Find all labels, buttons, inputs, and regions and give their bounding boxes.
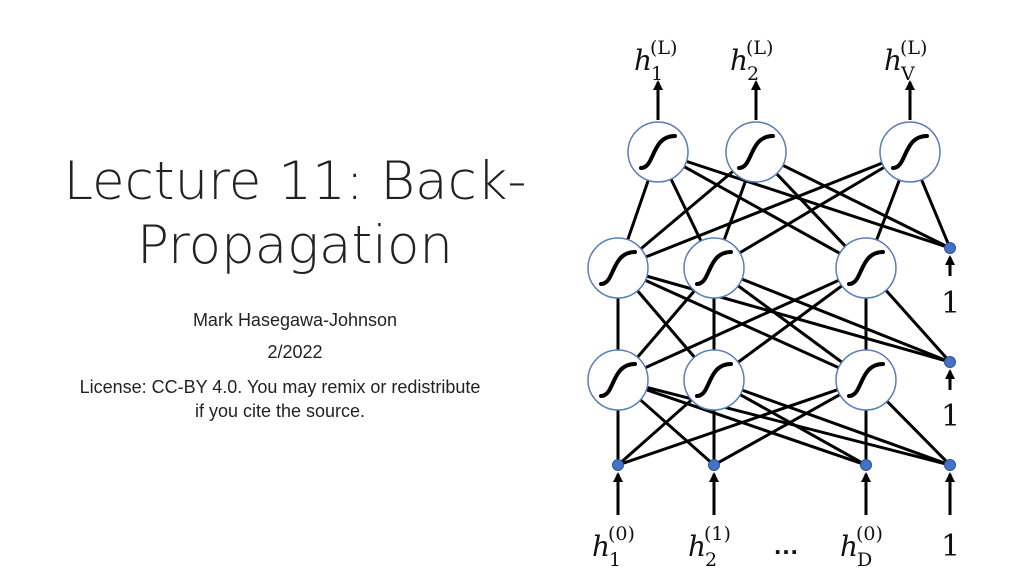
edge-in-2-to-h1-0: [642, 387, 864, 466]
output-neuron-1: [627, 121, 689, 183]
slide-title: Lecture 11: Back- Propagation: [40, 150, 550, 278]
hidden1-neuron-1-sigmoid-icon: [599, 362, 637, 398]
hidden1-neuron-2-circle: [683, 349, 745, 411]
edge-in-0-to-h1-1: [619, 397, 695, 464]
input-label-2: h2 (1): [688, 523, 731, 571]
license-line-2: if you cite the source.: [194, 401, 366, 421]
hidden1-neuron-1: [587, 349, 649, 411]
hidden1-neuron-3: [835, 349, 897, 411]
edge-h1-3-to-h2-1: [738, 276, 948, 363]
edge-h2-1-to-out-1: [722, 176, 748, 244]
input-label-3-sub: D: [857, 549, 872, 571]
input-label-1-base: h: [592, 530, 610, 563]
input-dot-1: [612, 459, 624, 471]
edge-h2-0-to-out-0: [625, 176, 651, 244]
hidden2-neuron-1-circle: [587, 237, 649, 299]
connection-lines: [613, 80, 955, 515]
bias-label-1: 1: [941, 286, 960, 321]
edge-in-2-to-h1-1: [736, 392, 865, 465]
output-label-1-sub: 1: [651, 63, 663, 85]
input-label-2-base: h: [688, 530, 706, 563]
output-label-1-base: h: [634, 44, 652, 77]
output-label-2-sub: 2: [747, 63, 759, 85]
edge-h2-2-to-out-2: [874, 176, 902, 244]
output-neuron-2-circle: [725, 121, 787, 183]
output-label-3-sub: V: [900, 63, 915, 85]
input-dot-3: [860, 459, 872, 471]
input-dot-4: [944, 459, 956, 471]
input-label-3-base: h: [840, 530, 858, 563]
output-neuron-2-sigmoid-icon: [737, 134, 775, 170]
input-label-1: h1 (0): [592, 523, 635, 571]
bias-label-2: 1: [941, 399, 960, 434]
network-nodes: [587, 121, 956, 471]
hidden2-neuron-3-sigmoid-icon: [847, 250, 885, 286]
hidden1-neuron-2-sigmoid-icon: [695, 362, 733, 398]
output-label-2-base: h: [730, 44, 748, 77]
hidden2-neuron-2-sigmoid-icon: [695, 250, 733, 286]
author-name: Mark Hasegawa-Johnson: [192, 310, 398, 330]
output-label-2: h2 (L): [730, 37, 773, 85]
input-label-1-sub: 1: [609, 549, 621, 571]
output-label-2-sup: (L): [746, 37, 773, 59]
hidden2-neuron-3-circle: [835, 237, 897, 299]
input-dot-2: [708, 459, 720, 471]
output-neuron-1-circle: [627, 121, 689, 183]
edge-h2-3-to-out-2: [919, 176, 950, 246]
edge-h2-2-to-out-0: [680, 164, 844, 256]
hidden2-neuron-1: [587, 237, 649, 299]
output-neuron-3-circle: [879, 121, 941, 183]
hidden1-neuron-2: [683, 349, 745, 411]
edge-h2-1-to-out-0: [668, 175, 704, 245]
input-label-2-sup: (1): [704, 523, 731, 545]
input-ellipsis: …: [773, 530, 799, 560]
diagram-labels: h1(L)h2(L)hV(L)h1(0)h2(1)hD(0)…111: [592, 37, 960, 571]
hidden1-neuron-3-sigmoid-icon: [847, 362, 885, 398]
input-label-1-sup: (0): [608, 523, 635, 545]
edge-in-3-to-h1-1: [738, 387, 948, 466]
lecture-date: 2/2022: [267, 342, 323, 362]
hidden1-neuron-3-circle: [835, 349, 897, 411]
edge-in-0-to-h1-2: [620, 387, 842, 466]
output-neuron-2: [725, 121, 787, 183]
hidden2-neuron-3: [835, 237, 897, 299]
output-neuron-3: [879, 121, 941, 183]
title-line-2: Propagation: [136, 215, 453, 276]
output-label-1: h1 (L): [634, 37, 677, 85]
output-label-3-base: h: [884, 44, 902, 77]
edge-in-1-to-h1-0: [637, 397, 713, 464]
bias-label-3: 1: [941, 529, 960, 564]
input-label-2-sub: 2: [705, 549, 717, 571]
title-line-1: Lecture 11: Back-: [63, 151, 527, 212]
hidden1-neuron-1-circle: [587, 349, 649, 411]
license-line-1: License: CC-BY 4.0. You may remix or red…: [79, 377, 481, 397]
input-label-3-sup: (0): [856, 523, 883, 545]
hidden2-neuron-2: [683, 237, 745, 299]
edge-h2-2-to-out-1: [773, 170, 849, 250]
output-neuron-1-sigmoid-icon: [639, 134, 677, 170]
hidden2-neuron-2-circle: [683, 237, 745, 299]
output-label-1-sup: (L): [650, 37, 677, 59]
hidden2-neuron-1-sigmoid-icon: [599, 250, 637, 286]
output-label-3-sup: (L): [900, 37, 927, 59]
input-label-3: hD (0): [840, 523, 883, 571]
output-label-3: hV (L): [884, 37, 927, 85]
license-text: License: CC-BY 4.0. You may remix or red…: [10, 375, 550, 423]
input-dot-5: [944, 356, 956, 368]
input-dot-6: [944, 242, 956, 254]
output-neuron-3-sigmoid-icon: [891, 134, 929, 170]
edge-h1-2-to-h2-1: [735, 283, 845, 365]
edge-h1-2-to-h2-0: [642, 278, 842, 370]
edge-h2-3-to-out-0: [683, 159, 948, 249]
edge-h1-1-to-h2-0: [634, 287, 698, 361]
edge-in-3-to-h1-2: [884, 398, 949, 464]
edge-in-1-to-h1-2: [715, 392, 844, 465]
edge-h2-3-to-out-1: [779, 162, 948, 248]
edge-h1-3-to-h2-2: [883, 287, 949, 361]
